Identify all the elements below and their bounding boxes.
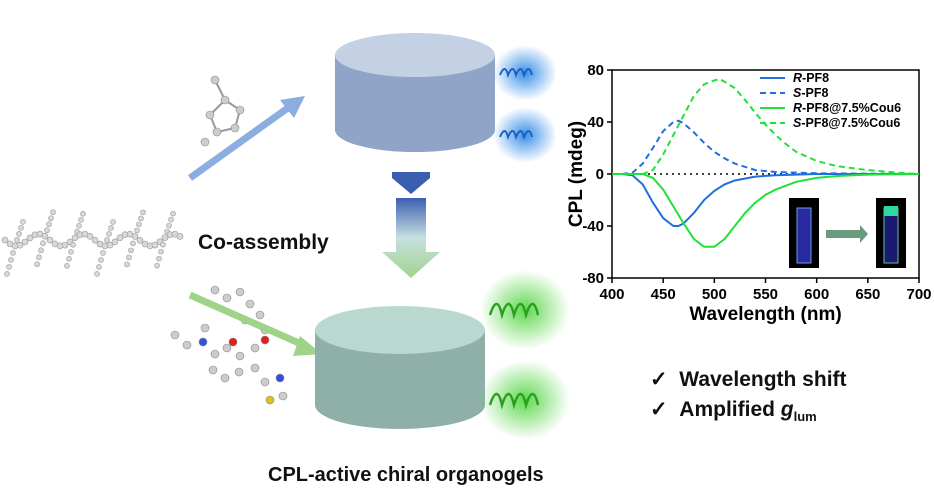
x-tick-label: 600 (804, 286, 829, 303)
x-axis-label: Wavelength (nm) (689, 304, 841, 325)
check-icon: ✓ (650, 368, 668, 391)
series-line-R-PF8@7.5%Cou6 (612, 173, 920, 248)
y-axis-label: CPL (mdeg) (566, 121, 587, 227)
series-line-R-PF8 (612, 173, 919, 227)
guest-molecule-top (200, 75, 245, 147)
g-symbol: g (780, 398, 794, 421)
vial-green-cap (884, 206, 898, 216)
organogel-title: CPL-active chiral organogels (268, 464, 544, 486)
y-tick-label: 40 (587, 114, 604, 131)
x-tick-label: 650 (855, 286, 880, 303)
series-line-S-PF8 (612, 119, 920, 175)
y-tick-label: 0 (596, 166, 604, 183)
polymer-chain-illustration (1, 209, 184, 277)
legend-entry: S-PF8@7.5%Cou6 (793, 116, 900, 130)
x-tick-label: 700 (906, 286, 931, 303)
arrow-up-blue (187, 96, 305, 181)
series-line-S-PF8@7.5%Cou6 (612, 78, 920, 175)
legend-entry: S-PF8 (793, 86, 828, 100)
feature-text: Wavelength shift (679, 368, 847, 391)
x-tick-label: 500 (702, 286, 727, 303)
arrow-down-green (188, 291, 322, 356)
y-tick-label: -40 (582, 218, 604, 235)
y-tick-label: -80 (582, 270, 604, 287)
process-arrows (187, 96, 440, 356)
lum-subscript: lum (793, 409, 817, 425)
coassembly-label: Co-assembly (198, 231, 329, 254)
feature-wavelength-shift: ✓ Wavelength shift (650, 367, 847, 392)
arrow-vertical-gradient (392, 172, 430, 194)
x-tick-label: 450 (651, 286, 676, 303)
feature-amplified-glum: ✓ Amplified glum (650, 397, 817, 424)
legend-entry: R-PF8 (793, 71, 829, 85)
vial-blue-body (796, 207, 812, 264)
check-icon: ✓ (650, 398, 668, 421)
feature-text: Amplified (679, 398, 781, 421)
x-tick-label: 400 (599, 286, 624, 303)
green-organogel-cylinder (315, 270, 570, 440)
y-tick-label: 80 (587, 62, 604, 79)
legend-entry: R-PF8@7.5%Cou6 (793, 101, 901, 115)
coumarin6-molecule (170, 323, 288, 405)
x-tick-label: 550 (753, 286, 778, 303)
blue-organogel-cylinder (335, 33, 555, 163)
inset-arrow (826, 225, 868, 243)
vial-green-body (883, 207, 899, 264)
